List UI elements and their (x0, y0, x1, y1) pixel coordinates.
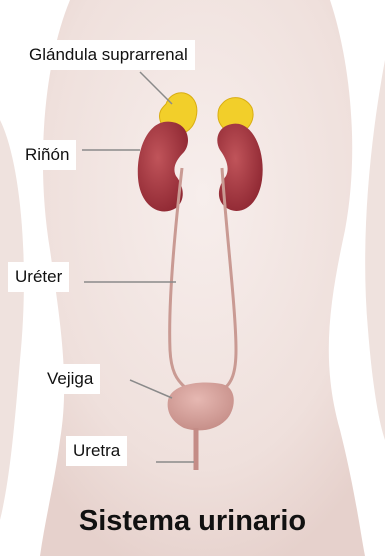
arm-left (0, 120, 24, 520)
label-adrenal-gland: Glándula suprarrenal (22, 40, 195, 70)
diagram-caption: Sistema urinario (0, 505, 385, 538)
body-silhouette (40, 0, 365, 556)
arm-right (365, 60, 385, 440)
label-ureter: Uréter (8, 262, 69, 292)
label-urethra: Uretra (66, 436, 127, 466)
label-bladder: Vejiga (40, 364, 100, 394)
label-kidney: Riñón (18, 140, 76, 170)
